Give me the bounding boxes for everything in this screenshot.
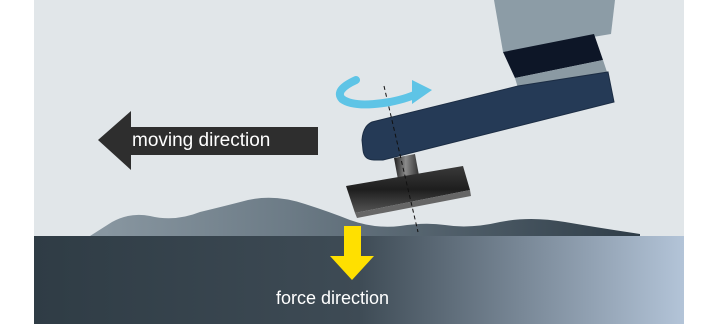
surface-bumps <box>90 197 640 236</box>
left-arrow-icon <box>98 111 318 170</box>
force-direction-label: force direction <box>276 288 390 308</box>
rotation-arrow-icon <box>335 76 432 109</box>
spindle-housing <box>494 0 615 88</box>
right-margin <box>684 0 718 324</box>
left-margin <box>0 0 34 324</box>
arm <box>361 71 615 161</box>
down-arrow-icon <box>330 226 374 280</box>
moving-direction-label: moving direction <box>132 130 271 151</box>
rotation-axis <box>383 85 419 233</box>
